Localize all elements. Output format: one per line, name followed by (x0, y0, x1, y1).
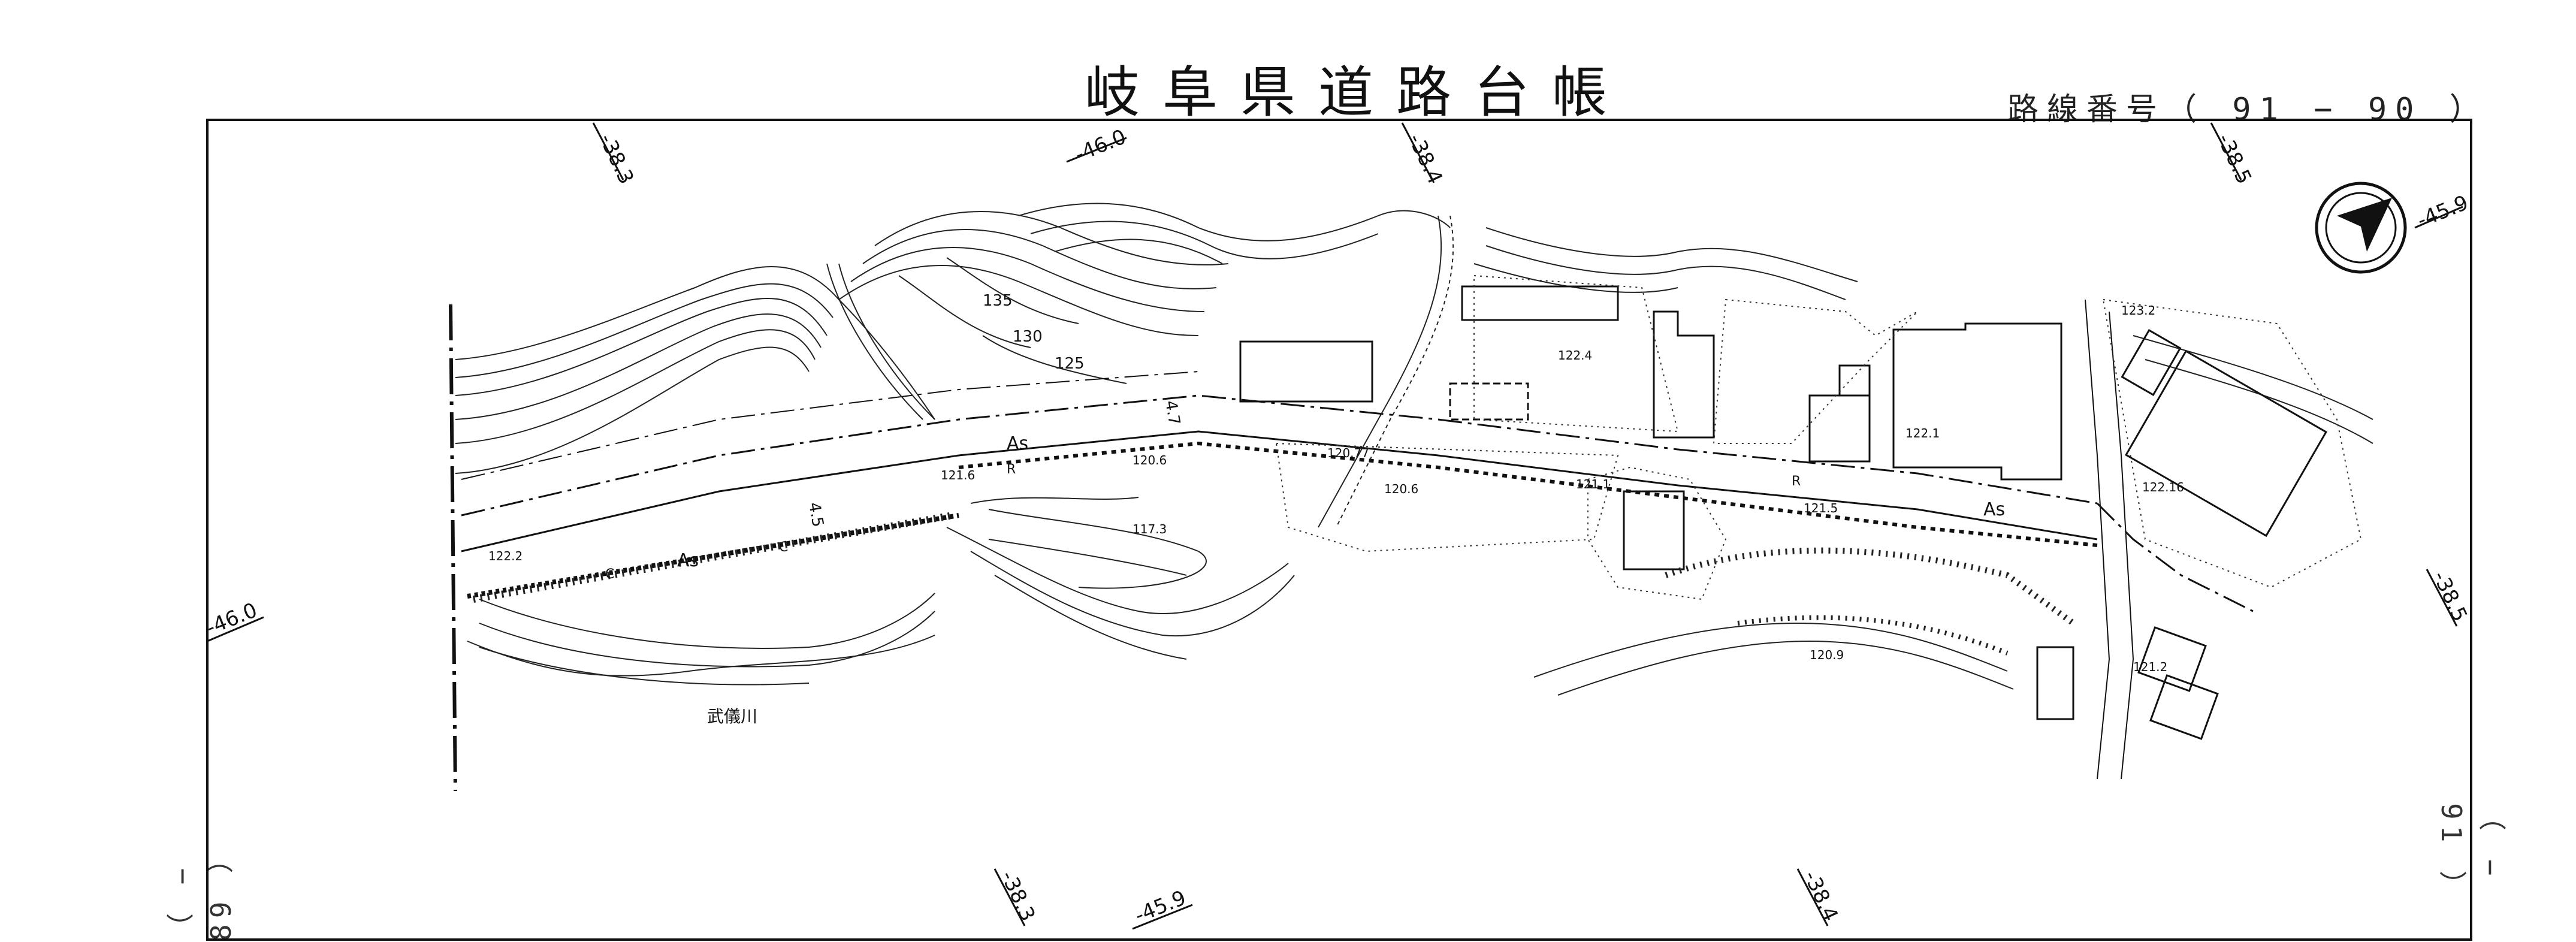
spot-height: 123.2 (2121, 303, 2155, 318)
spot-height: 121.5 (1804, 501, 1838, 515)
page-title: 岐阜県道路台帳 (1085, 61, 1630, 125)
contour-label: 130 (1013, 328, 1043, 346)
spot-height: 122.4 (1558, 348, 1592, 363)
spot-height: 121.6 (941, 468, 975, 482)
coord-bottom-2: -45.9 (1131, 886, 1189, 928)
coord-right: -38.5 (2428, 567, 2472, 626)
slope-hachures (472, 512, 2075, 656)
road-width: 4.5 (805, 501, 827, 529)
spot-height: 120.77 (1327, 446, 1369, 460)
road-mark: R (1792, 474, 1801, 489)
spot-height: 122.16 (2142, 480, 2184, 494)
coord-top-2: -46.0 (1071, 125, 1130, 167)
coord-bottom-3: -38.4 (1799, 867, 1843, 925)
buildings (1239, 285, 2327, 740)
road-mark: As (1983, 499, 2005, 520)
road-mark: C (779, 540, 788, 555)
road-mark: As (677, 550, 699, 571)
spot-height: 122.1 (1905, 426, 1940, 440)
coord-top-5: -45.9 (2414, 191, 2472, 233)
spot-height: 120.6 (1384, 482, 1418, 496)
spot-height: 121.1 (1576, 477, 1610, 491)
spot-height: 117.3 (1133, 522, 1167, 536)
river-name: 武儀川 (707, 707, 757, 726)
coord-bottom-1: -38.3 (996, 867, 1040, 925)
road-mark: As (1007, 433, 1028, 454)
contour-label: 125 (1055, 355, 1085, 373)
spot-height: 120.6 (1133, 453, 1167, 467)
route-number: 路線番号（ 91 − 90 ） (2007, 92, 2489, 128)
coord-left: -46.0 (203, 598, 261, 640)
spot-height: 120.9 (1810, 648, 1844, 662)
road-mark: C (605, 567, 614, 582)
road-mark: R (1007, 462, 1016, 477)
prefectural-road (461, 299, 2254, 780)
adjacent-sheet-right: （ − 91 ） (2435, 803, 2507, 905)
spot-height: 122.2 (488, 549, 523, 563)
spot-height: 121.2 (2133, 660, 2167, 674)
contour-label: 135 (983, 292, 1013, 310)
road-width: 4.7 (1161, 399, 1183, 427)
river (467, 215, 1454, 677)
section-boundary-left (449, 304, 457, 792)
map-frame (206, 119, 2472, 941)
parcel-boundaries (1275, 274, 2362, 600)
contour-lines (455, 203, 2373, 696)
north-arrow-icon (2315, 182, 2407, 274)
grid-ticks (207, 122, 2463, 930)
